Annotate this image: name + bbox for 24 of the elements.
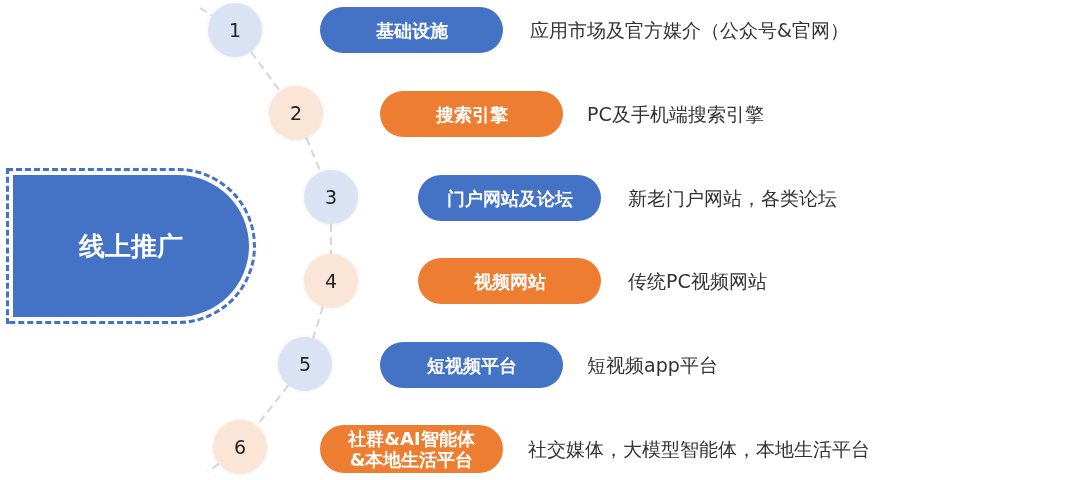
description-text: 应用市场及官方媒介（公众号&官网） [530, 18, 849, 42]
connector-line [199, 7, 214, 17]
category-pill: 基础设施 [320, 7, 503, 53]
connector-line [250, 50, 281, 93]
description-text: 新老门户网站，各类论坛 [628, 186, 837, 210]
category-pill: 门户网站及论坛 [418, 175, 601, 221]
category-pill: 视频网站 [418, 258, 601, 304]
connector-line [207, 462, 220, 473]
connector-line [312, 305, 324, 340]
number-circle: 2 [269, 86, 323, 140]
number-circle: 1 [208, 3, 262, 57]
description-text: 传统PC视频网站 [628, 269, 767, 293]
category-pill: 社群&AI智能体 &本地生活平台 [320, 425, 503, 473]
description-text: 短视频app平台 [587, 353, 718, 377]
description-text: 社交媒体，大模型智能体，本地生活平台 [528, 437, 870, 461]
number-circle: 3 [304, 170, 358, 224]
number-circle: 6 [213, 420, 267, 474]
description-text: PC及手机端搜索引擎 [587, 102, 764, 126]
connector-line [330, 223, 332, 255]
category-pill: 短视频平台 [380, 342, 563, 388]
number-circle: 4 [304, 254, 358, 308]
category-pill: 搜索引擎 [380, 91, 563, 137]
title-panel: 线上推广 [6, 168, 256, 324]
number-circle: 5 [278, 337, 332, 391]
